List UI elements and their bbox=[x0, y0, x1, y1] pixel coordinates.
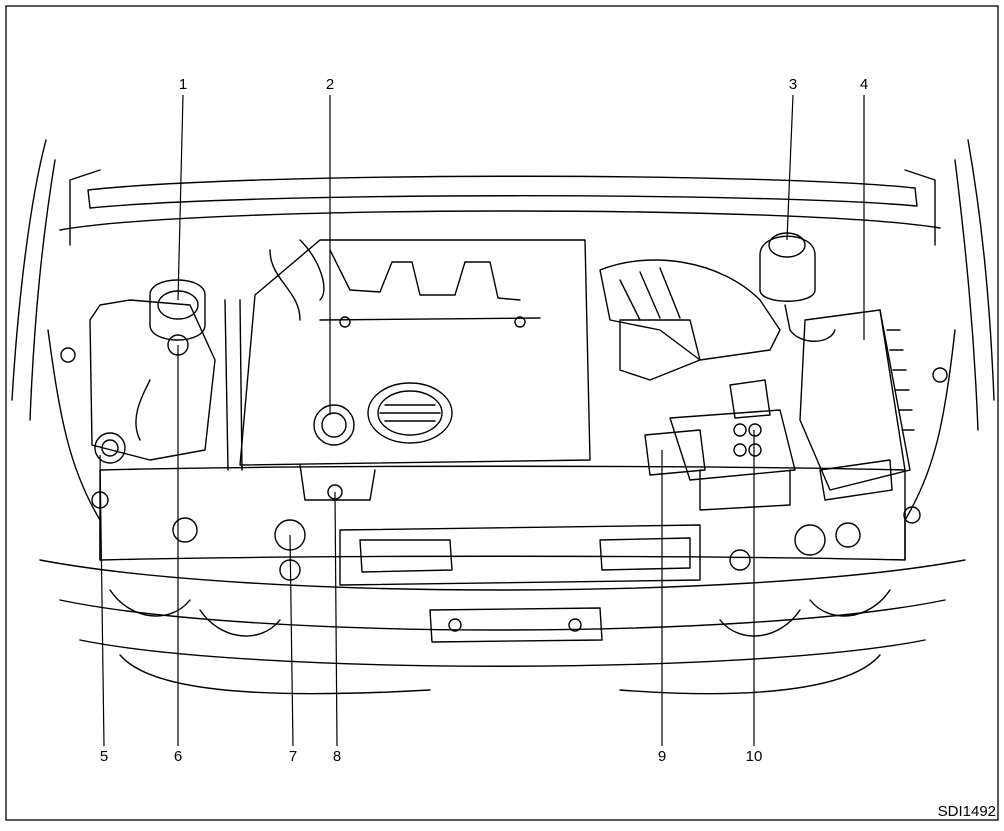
leader-line-5 bbox=[99, 454, 105, 747]
callout-4: 4 bbox=[859, 76, 869, 93]
callout-7: 7 bbox=[288, 748, 298, 765]
callout-10: 10 bbox=[745, 748, 763, 765]
leader-line-7 bbox=[289, 534, 294, 747]
callout-9: 9 bbox=[657, 748, 667, 765]
callout-5: 5 bbox=[99, 748, 109, 765]
leader-line-8 bbox=[334, 491, 338, 747]
callout-3: 3 bbox=[788, 76, 798, 93]
leader-line-3 bbox=[786, 94, 794, 241]
callout-2: 2 bbox=[325, 76, 335, 93]
callout-6: 6 bbox=[173, 748, 183, 765]
callout-1: 1 bbox=[178, 76, 188, 93]
leader-line-1 bbox=[177, 94, 184, 301]
reference-code: SDI1492 bbox=[937, 803, 996, 820]
callout-8: 8 bbox=[332, 748, 342, 765]
